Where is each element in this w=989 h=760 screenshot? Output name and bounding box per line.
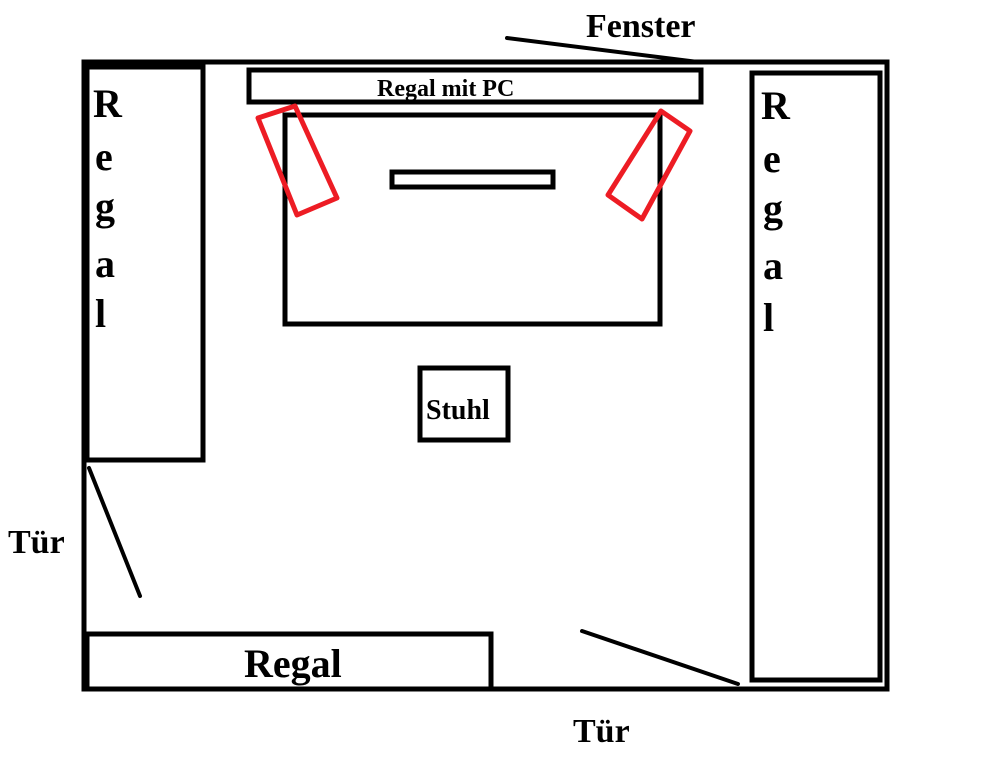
speaker-left xyxy=(255,103,340,218)
shelf-left xyxy=(84,64,206,463)
shelf-right-label: R e g a l xyxy=(761,83,791,340)
shelf-with-pc-label: Regal mit PC xyxy=(377,76,514,102)
chair xyxy=(417,365,511,443)
keyboard xyxy=(389,169,556,190)
door-bottom-swing xyxy=(580,629,740,686)
shelf-right-letter: e xyxy=(763,136,781,181)
shelf-left-letter: e xyxy=(95,134,113,179)
shelf-bottom-label: Regal xyxy=(244,641,342,686)
door-left-swing xyxy=(87,466,142,598)
shelf-right-letter: a xyxy=(763,243,783,288)
shelf-right-letter: l xyxy=(763,295,774,340)
shelf-left-letter: l xyxy=(95,291,106,336)
shelf-right-letter: R xyxy=(761,83,791,128)
shelf-left-letter: R xyxy=(93,81,123,126)
shelf-bottom xyxy=(84,631,494,692)
speaker-right xyxy=(605,108,693,222)
window-label: Fenster xyxy=(586,8,696,45)
door-left-label: Tür xyxy=(8,524,65,561)
shelf-left-letter: a xyxy=(95,241,115,286)
shelf-left-letter: g xyxy=(95,184,115,229)
shelf-with-pc xyxy=(246,67,704,105)
desk xyxy=(282,112,663,327)
shelf-right xyxy=(749,70,883,683)
shelf-right-letter: g xyxy=(763,186,783,231)
shelf-left-label: R e g a l xyxy=(93,81,123,336)
chair-label: Stuhl xyxy=(426,395,490,426)
window-line xyxy=(505,36,700,64)
door-bottom-label: Tür xyxy=(573,713,630,750)
